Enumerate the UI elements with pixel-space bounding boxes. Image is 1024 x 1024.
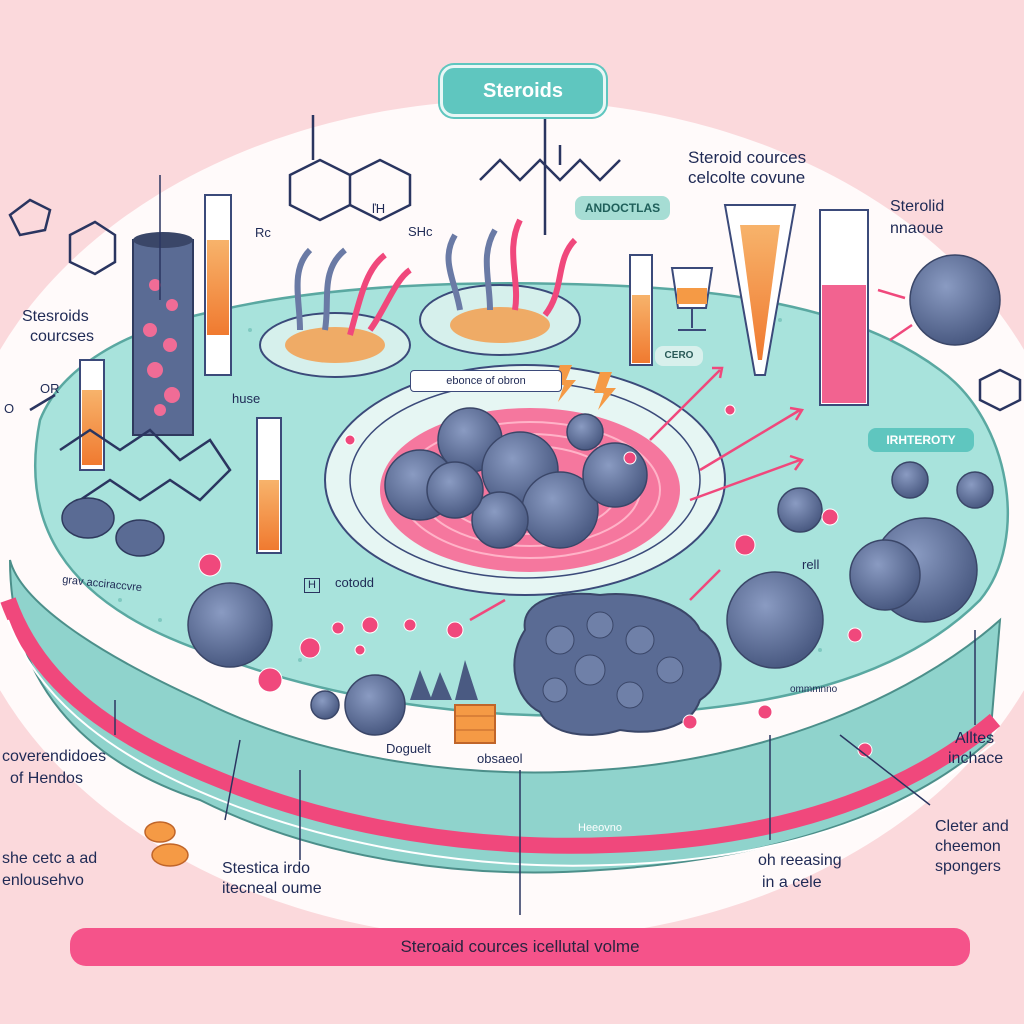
nucleus-spheres bbox=[384, 407, 648, 549]
label-top-right-2: celcolte covune bbox=[688, 168, 806, 187]
cell-spheres bbox=[187, 254, 1001, 736]
receptor-pad-left bbox=[259, 247, 412, 378]
signal-arrows bbox=[469, 288, 913, 622]
label-right-bottom-1: Alltes bbox=[955, 730, 995, 747]
label-bottom-mid-2: itecneal oume bbox=[222, 880, 322, 897]
label-cotodd-marker: H bbox=[304, 578, 320, 593]
left-cylinder bbox=[132, 232, 194, 436]
small-molecule-pads bbox=[61, 497, 165, 557]
membrane-band-label: Heeovno bbox=[578, 822, 623, 834]
label-cotodd: cotodd bbox=[335, 575, 375, 590]
orange-cube bbox=[454, 704, 496, 744]
label-left-mid-1: Stesroids bbox=[22, 308, 89, 325]
label-doguelt: Doguelt bbox=[386, 741, 431, 756]
orange-capsules bbox=[144, 821, 189, 867]
inter-badge: IRHTEROTY bbox=[868, 428, 974, 452]
label-bottom-mid-1: Stestica irdo bbox=[222, 860, 311, 877]
pink-dots bbox=[198, 404, 873, 758]
label-formula-sh: SHc bbox=[408, 224, 433, 239]
title-badge: Steroids bbox=[440, 65, 606, 117]
label-far-right-bottom-3: spongers bbox=[935, 858, 1001, 875]
label-left-mid-2: courcses bbox=[30, 328, 95, 345]
bottom-banner: Steroaid cources icellutal volme bbox=[70, 928, 970, 966]
cd-badge: CERO bbox=[655, 346, 703, 366]
label-right-top-1: Sterolid bbox=[890, 198, 945, 215]
label-formula-or: OR bbox=[40, 381, 60, 396]
label-formula-o: O bbox=[4, 401, 15, 416]
label-left-bottom-2: of Hendos bbox=[10, 770, 83, 787]
label-rell: rell bbox=[802, 557, 820, 572]
label-far-right-bottom-1: Cleter and bbox=[935, 818, 1009, 835]
label-bottom-left-1: she cetc a ad bbox=[2, 850, 98, 867]
test-tubes bbox=[79, 194, 869, 554]
label-formula-rc: Rc bbox=[255, 225, 271, 240]
cone-tube bbox=[723, 204, 797, 376]
label-right-bottom-2: inchace bbox=[948, 750, 1004, 767]
pointer-lines bbox=[114, 175, 976, 915]
beaker bbox=[670, 267, 714, 331]
small-rocks bbox=[410, 660, 478, 700]
label-formula-h: ľH bbox=[372, 201, 386, 216]
label-far-right-bottom-2: cheemon bbox=[935, 838, 1001, 855]
androgens-badge: ANDOCTLAS bbox=[575, 196, 670, 220]
blob-bumps bbox=[542, 611, 684, 709]
label-tube: huse bbox=[232, 391, 261, 406]
nucleus-label: ebonce of obron bbox=[410, 370, 562, 392]
large-blob bbox=[513, 592, 722, 736]
label-left-bottom-1: coverendidoes bbox=[2, 748, 107, 765]
receptor-pad-right bbox=[419, 218, 581, 356]
label-bottom-center-right-2: in a cele bbox=[762, 874, 822, 891]
label-center-small: obsaeol bbox=[477, 751, 523, 766]
membrane-band bbox=[0, 597, 1001, 854]
membrane-band-line bbox=[7, 619, 996, 867]
molecular-structures bbox=[8, 105, 1022, 502]
label-top-right-1: Steroid cources bbox=[688, 148, 807, 167]
label-chain-text: ommmnno bbox=[790, 684, 838, 695]
label-bottom-center-right-1: oh reeasing bbox=[758, 852, 842, 869]
label-right-top-2: nnaoue bbox=[890, 220, 944, 237]
label-bottom-left-2: enlousehvo bbox=[2, 872, 84, 889]
